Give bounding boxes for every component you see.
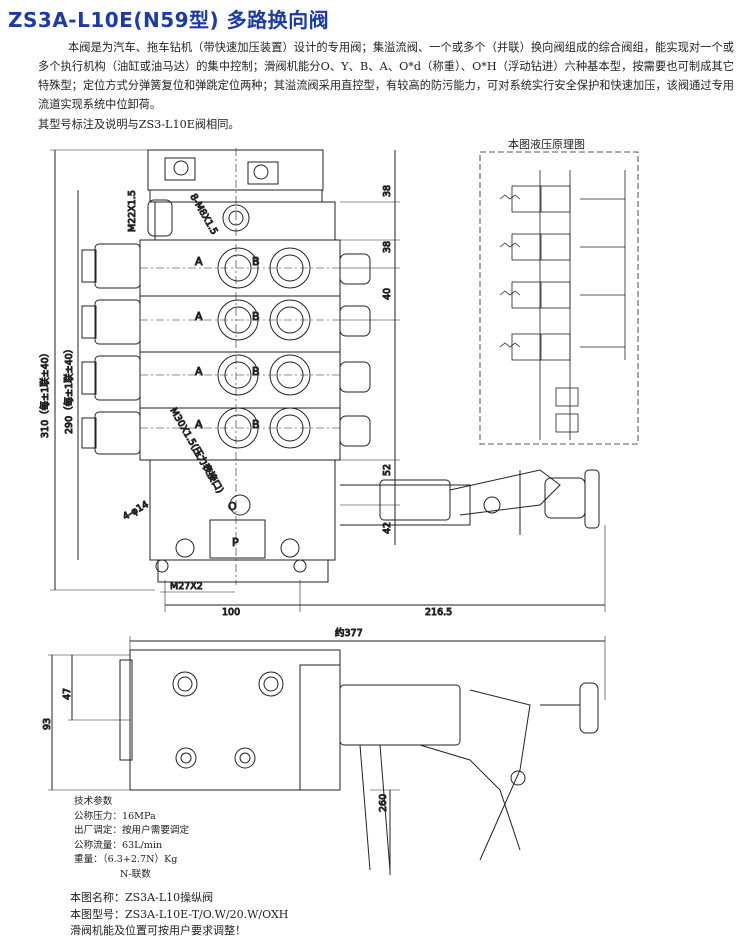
valve-section-2 [81,295,371,353]
port-b-label-2: B [252,310,260,323]
footer-note: 滑阀机能及位置可按用户要求调整！ [70,924,246,937]
dim-40: 40 [382,288,393,300]
page-title: ZS3A-L10E(N59型) 多路换向阀 [8,8,330,32]
port-b-label-3: B [252,365,260,378]
thread-8m-label: 8-M8X1.5 [187,192,219,237]
hydraulic-schematic [479,151,639,445]
dim-38a: 38 [382,185,393,197]
dim-290: 290（每±1联±40） [63,344,75,434]
tech-params-heading: 技术参数 [74,796,113,807]
dim-52: 52 [382,464,393,476]
dim-42: 42 [382,522,393,534]
footer-name: 本图名称：ZS3A-L10操纵阀 [70,891,214,904]
intro-second-line: 其型号标注及说明与ZS3-L10E阀相同。 [38,118,240,131]
holes-label: 4-φ14 [121,499,151,522]
port-b-label-4: B [252,418,260,431]
tech-param-factory: 出厂调定：按用户需要调定 [74,825,190,837]
valve-section-3 [81,351,371,409]
port-a-label-4: A [195,418,203,431]
dim-310: 310（每±1联±40） [39,348,51,438]
dim-38b: 38 [382,241,393,253]
port-b-label-1: B [252,255,260,268]
tech-param-pressure: 公称压力：16MPa [74,810,156,822]
footer: 本图名称：ZS3A-L10操纵阀 本图型号：ZS3A-L10E-T/O.W/20… [70,890,288,940]
dim-93: 93 [42,718,53,730]
tech-params: 技术参数 公称压力：16MPa 出厂调定：按用户需要调定 公称流量：63L/mi… [74,795,189,883]
tech-param-weight: 重量：（6.3+2.7N）Kg [74,854,178,866]
tech-param-weight-note: N-联数 [120,868,151,880]
port-o-label: O [228,500,237,513]
dim-100: 100 [222,607,240,618]
footer-model: 本图型号：ZS3A-L10E-T/O.W/20.W/OXH [70,907,289,921]
port-a-label-2: A [195,310,203,323]
overall-length-label: 约377 [335,627,363,639]
front-view [50,148,606,612]
dim-47: 47 [62,688,73,700]
dim-216-5: 216.5 [425,607,452,618]
side-view [48,636,606,875]
tech-param-flow: 公称流量：63L/min [74,839,163,851]
schematic-title: 本图液压原理图 [508,138,585,151]
dim-260: 260 [378,794,389,812]
port-a-label-3: A [195,365,203,378]
valve-section-4 [81,407,371,461]
thread-m27-label: M27X2 [170,581,203,592]
intro-paragraph: 本阀是为汽车、拖车钻机（带快速加压装置）设计的专用阀；集溢流阀、一个或多个（并联… [38,41,734,111]
port-a-label-1: A [195,255,203,268]
thread-m22-label: M22X1.5 [127,190,138,232]
port-p-label: P [232,536,239,549]
